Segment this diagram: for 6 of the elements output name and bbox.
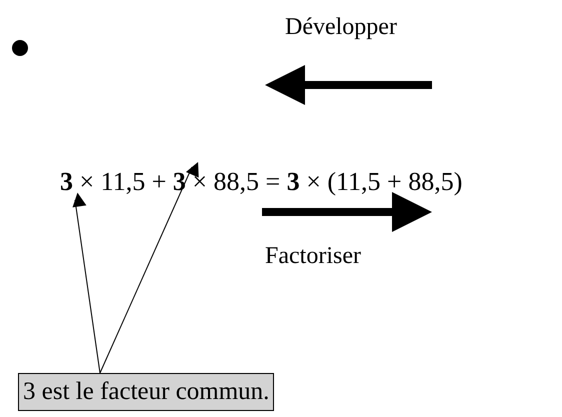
note-box: 3 est le facteur commun. [18,373,274,411]
leader-line [100,162,199,374]
equation: 3 × 11,5 + 3 × 88,5 = 3 × (11,5 + 88,5) [60,167,462,197]
operation-label: Factoriser [265,243,361,271]
leader-line [72,192,100,374]
operation-label: Développer [285,14,397,42]
